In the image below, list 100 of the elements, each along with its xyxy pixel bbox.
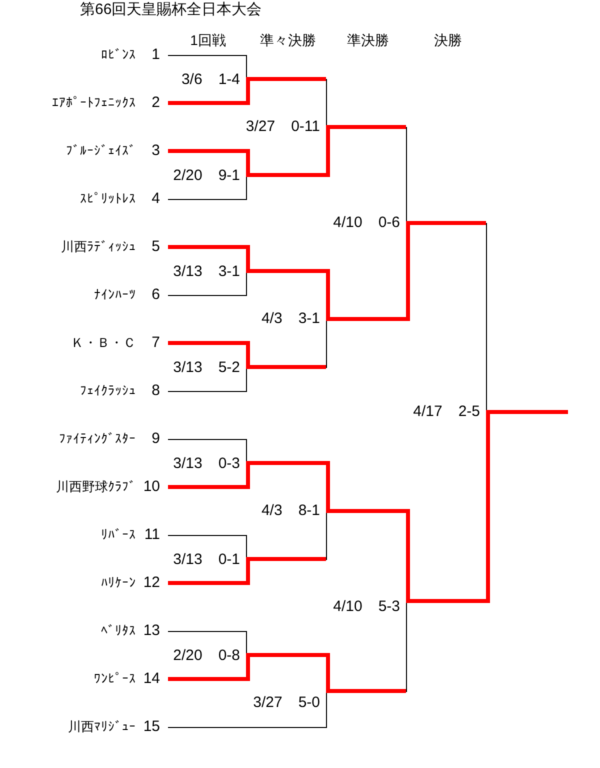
connector-line [250,173,326,177]
seed-number: 14 [143,669,160,689]
seed-number: 1 [152,45,160,65]
match-bracket [246,341,250,393]
title: 第66回天皇賜杯全日本大会 [80,0,262,20]
connector-line [168,439,246,440]
seed-number: 5 [152,237,160,257]
match-bracket [486,221,490,603]
match-date: 3/27 [246,117,276,137]
connector-line [168,485,246,489]
round-heading: 1回戦 [190,31,226,50]
match-date: 3/13 [173,454,202,474]
match-score: 0-11 [291,117,320,137]
seed-number: 11 [144,525,160,545]
match-date: 2/20 [173,646,202,666]
team-name: ﾌﾞﾙｰｼﾞｪｲｽﾞ [66,142,136,160]
seed-number: 6 [152,285,160,305]
team-name: 川西ﾏﾘｼﾞｭｰ [68,718,136,736]
match-score: 0-8 [218,646,240,666]
match-score: 1-4 [218,70,240,90]
team-name: ﾌｧｲﾃｨﾝｸﾞｽﾀｰ [59,430,136,448]
connector-line [250,653,326,657]
connector-line [250,365,326,369]
match-bracket [326,77,330,177]
match-score: 5-0 [298,693,320,713]
match-date: 3/6 [181,70,202,90]
team-name: 川西野球ｸﾗﾌﾞ [56,478,136,496]
connector-line [330,317,406,321]
match-score: 3-1 [218,262,240,282]
match-bracket [326,653,330,729]
connector-line [168,391,246,392]
seed-number: 13 [143,621,160,641]
connector-line [330,689,406,693]
connector-line [250,557,326,561]
seed-number: 10 [143,477,160,497]
seed-number: 9 [152,429,160,449]
match-date: 3/13 [173,262,202,282]
team-name: ｴｱﾎﾟｰﾄﾌｪﾆｯｸｽ [52,94,136,112]
match-date: 4/17 [413,402,442,422]
connector-line [168,727,326,728]
match-bracket [246,149,250,201]
seed-number: 2 [152,93,160,113]
match-score: 0-1 [218,550,240,570]
match-bracket [246,437,250,489]
match-score: 5-2 [218,358,240,378]
team-name: 川西ﾗﾃﾞｨｯｼｭ [61,238,136,256]
match-date: 4/3 [261,501,282,521]
seed-number: 4 [152,189,160,209]
team-name: ﾌｪｲｸﾗｯｼｭ [80,382,136,400]
team-name: ﾍﾞﾘﾀｽ [101,622,136,640]
match-bracket [326,269,330,369]
connector-line [168,631,246,632]
match-score: 8-1 [298,501,320,521]
connector-line [250,461,326,465]
match-bracket [326,461,330,561]
seed-number: 8 [152,381,160,401]
match-score: 5-3 [378,597,400,617]
connector-line [490,410,568,414]
connector-line [330,125,406,129]
match-score: 0-6 [378,213,400,233]
match-date: 4/10 [333,213,362,233]
team-name: ﾘﾊﾞｰｽ [101,526,136,544]
seed-number: 7 [152,333,160,353]
connector-line [168,581,246,585]
connector-line [330,509,406,513]
match-score: 2-5 [458,402,480,422]
connector-line [410,599,486,603]
connector-line [168,295,246,296]
connector-line [168,535,246,536]
match-date: 2/20 [173,166,202,186]
seed-number: 12 [143,573,160,593]
connector-line [168,149,246,153]
match-date: 3/27 [253,693,282,713]
team-name: ﾅｲﾝﾊｰﾂ [94,286,136,304]
team-name: Ｋ・Ｂ・Ｃ [71,334,136,352]
connector-line [410,221,486,225]
seed-number: 3 [152,141,160,161]
seed-number: 15 [143,717,160,737]
match-bracket [246,533,250,585]
team-name: ﾊﾘｹｰﾝ [101,574,136,592]
connector-line [168,677,246,681]
connector-line [168,245,246,249]
match-score: 0-3 [218,454,240,474]
team-name: ﾜﾝﾋﾟｰｽ [94,670,136,688]
match-score: 3-1 [298,309,320,329]
match-date: 4/3 [261,309,282,329]
match-bracket [246,245,250,297]
team-name: ﾛﾋﾞﾝｽ [101,46,136,64]
match-bracket [246,629,250,681]
match-date: 3/13 [173,358,202,378]
connector-line [250,77,326,81]
team-name: ｽﾋﾟﾘｯﾄﾚｽ [80,190,136,208]
connector-line [250,269,326,273]
match-bracket [246,53,250,105]
match-score: 9-1 [218,166,240,186]
round-heading: 準々決勝 [260,31,316,50]
connector-line [168,199,246,200]
match-bracket [406,509,410,693]
connector-line [168,55,246,56]
match-bracket [406,125,410,321]
